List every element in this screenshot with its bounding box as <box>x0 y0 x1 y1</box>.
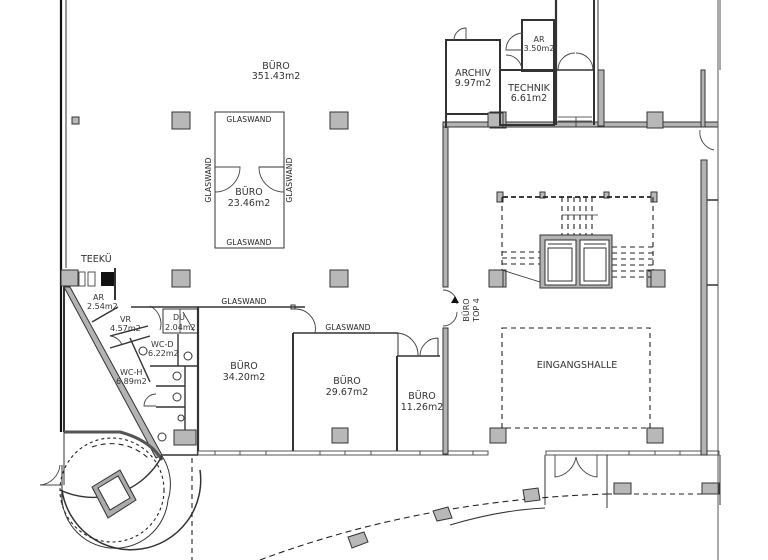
entrance-label-line2: TOP 4 <box>472 298 481 323</box>
glaswand-label: GLASWAND <box>226 115 271 124</box>
entrance-hall-outline <box>501 327 651 429</box>
room-area: 4.57m2 <box>110 324 141 333</box>
room-area: 6.22m2 <box>148 349 179 358</box>
room-name: BÜRO <box>230 361 258 372</box>
room-name: DU <box>173 313 185 322</box>
room-area: 11.26m2 <box>401 402 444 413</box>
room-name: AR <box>533 35 544 44</box>
glaswand-label: GLASWAND <box>221 297 266 306</box>
south-facade <box>161 450 721 560</box>
glaswand-label: GLASWAND <box>226 238 271 247</box>
room-name: WC-D <box>151 340 174 349</box>
room-name: VR <box>120 315 131 324</box>
glaswand-label: GLASWAND <box>204 157 213 202</box>
room-name: BÜRO <box>408 391 436 402</box>
room-area: 9.97m2 <box>455 78 491 89</box>
room-name: WC-H <box>120 368 142 377</box>
room-area: 2.04m2 <box>165 323 196 332</box>
room-name: AR <box>93 293 104 302</box>
teekueche <box>60 268 116 300</box>
room-area: 34.20m2 <box>223 372 266 383</box>
room-name: TEEKÜ <box>80 254 112 265</box>
spiral-staircase <box>39 432 202 551</box>
office-partitions <box>196 304 440 455</box>
room-name: TECHNIK <box>507 83 550 94</box>
diagonal-wall <box>63 286 164 461</box>
top-service-rooms <box>445 0 721 129</box>
room-area: 6.61m2 <box>511 93 547 104</box>
room-area: 23.46m2 <box>228 198 271 209</box>
room-name: BÜRO <box>235 187 263 198</box>
entrance-arrow-icon <box>451 296 459 303</box>
room-area: 351.43m2 <box>252 71 301 82</box>
glass-office <box>214 111 285 249</box>
room-name: EINGANGSHALLE <box>537 360 618 371</box>
room-name: BÜRO <box>262 61 290 72</box>
room-name: BÜRO <box>333 376 361 387</box>
entrance-label-line1: BÜRO <box>461 298 471 321</box>
room-name: ARCHIV <box>455 68 491 79</box>
room-area: 29.67m2 <box>326 387 369 398</box>
glaswand-label: GLASWAND <box>285 157 294 202</box>
stair-elevator-core <box>488 191 666 289</box>
room-area: 2.54m2 <box>87 302 118 311</box>
small-column <box>71 116 80 125</box>
room-area: 6.89m2 <box>116 377 147 386</box>
left-exterior-wall <box>59 0 80 432</box>
glaswand-label: GLASWAND <box>325 323 370 332</box>
room-area: 3.50m2 <box>524 44 555 53</box>
